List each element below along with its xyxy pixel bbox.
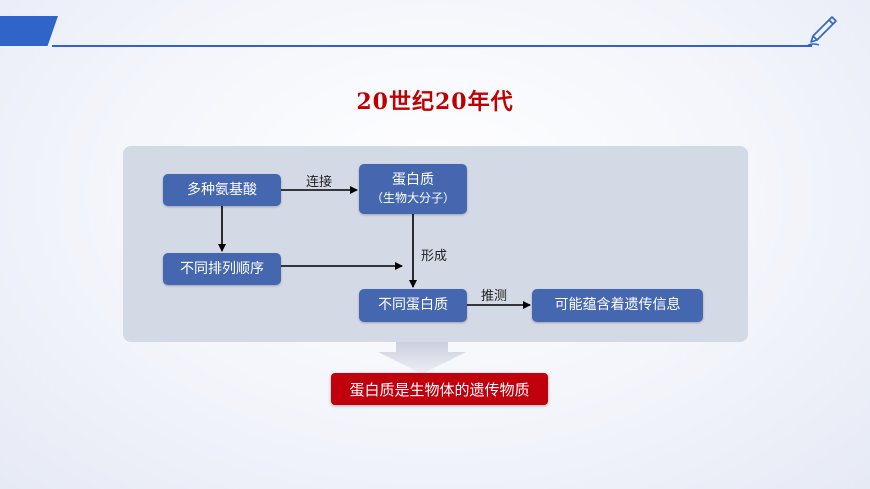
conclusion-text: 蛋白质是生物体的遗传物质 (349, 380, 530, 399)
edge-label-form: 形成 (421, 249, 448, 264)
node-different-order-label: 不同排列顺序 (180, 260, 264, 277)
node-protein-sublabel: （生物大分子） (370, 191, 455, 206)
node-genetic-info: 可能蕴含着遗传信息 (532, 289, 703, 322)
node-different-proteins: 不同蛋白质 (359, 289, 467, 322)
node-protein: 蛋白质 （生物大分子） (359, 164, 467, 214)
edge-label-infer: 推测 (481, 289, 508, 304)
conclusion-box: 蛋白质是生物体的遗传物质 (331, 373, 548, 405)
node-different-proteins-label: 不同蛋白质 (378, 297, 448, 314)
header-accent-tab (0, 16, 58, 46)
node-amino-acids-label: 多种氨基酸 (187, 181, 257, 198)
node-genetic-info-label: 可能蕴含着遗传信息 (554, 297, 681, 314)
node-different-order: 不同排列顺序 (163, 253, 281, 285)
down-arrow-icon (378, 342, 466, 374)
node-amino-acids: 多种氨基酸 (163, 174, 281, 206)
slide-title: 20世纪20年代 (356, 89, 514, 115)
node-protein-label: 蛋白质 (392, 172, 434, 189)
edge-label-connect: 连接 (306, 175, 333, 190)
pen-icon (807, 16, 837, 46)
header-rule (52, 45, 812, 47)
